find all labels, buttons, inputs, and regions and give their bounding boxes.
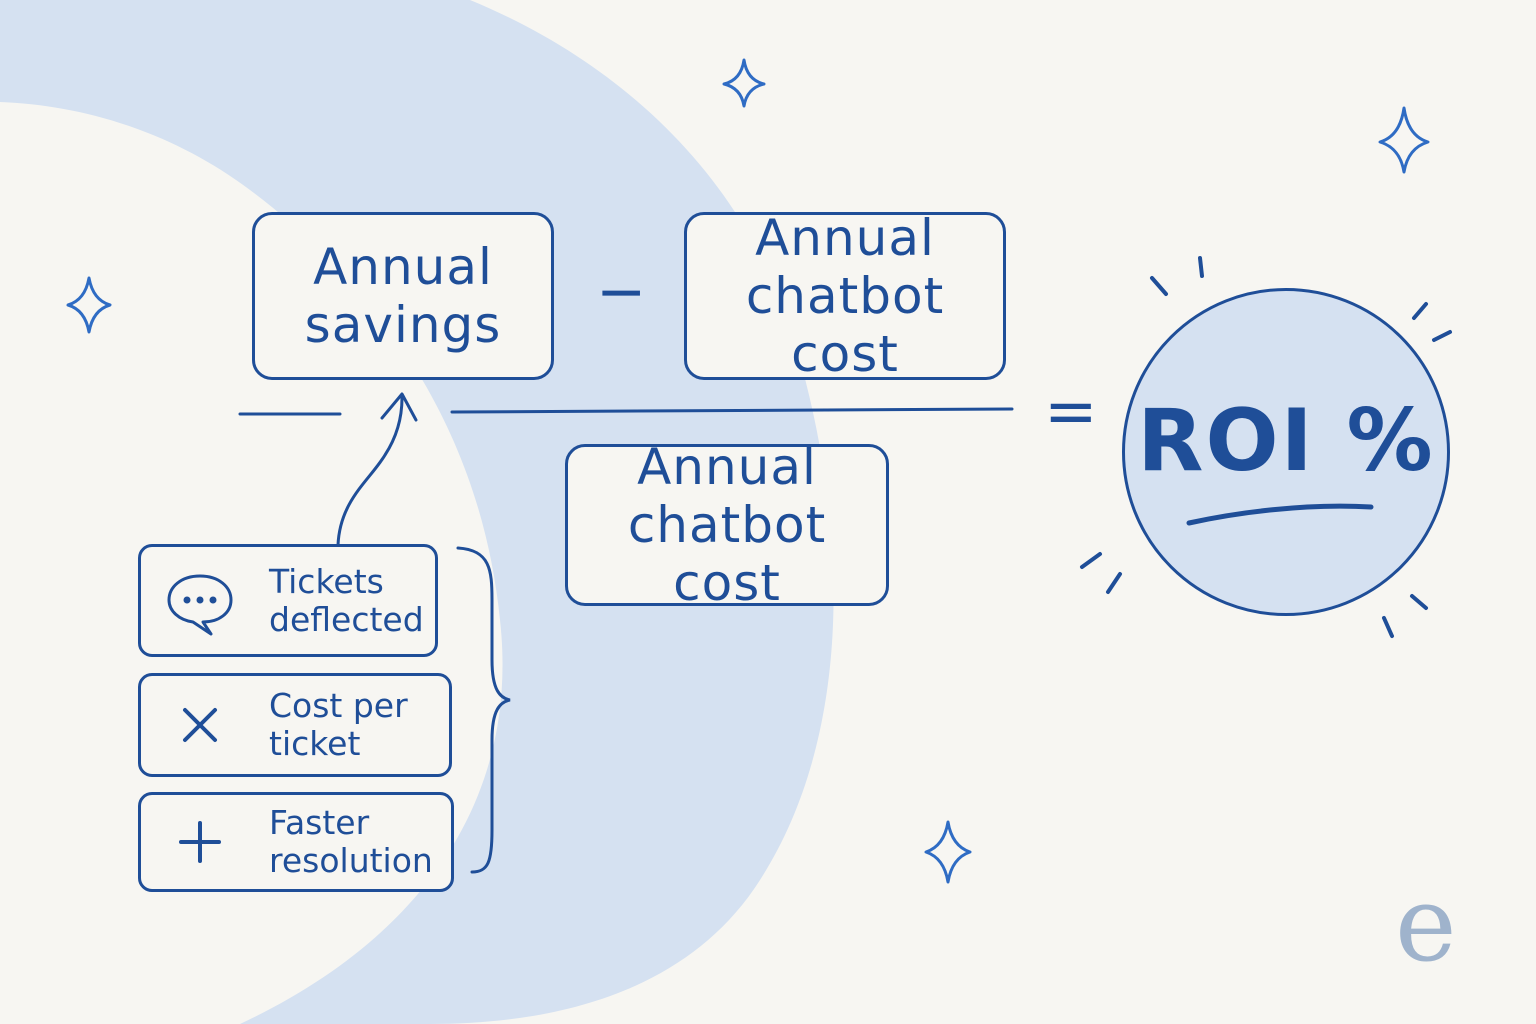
sparkle-icon (66, 276, 112, 334)
annual-savings-label: Annual savings (304, 238, 502, 354)
input-label: Faster resolution (269, 803, 433, 880)
annual-chatbot-cost-label-bottom: Annual chatbot cost (627, 438, 827, 612)
roi-circle: ROI % (1122, 288, 1450, 616)
input-faster-resolution: Faster resolution (138, 792, 454, 892)
input-tickets-deflected: Tickets deflected (138, 544, 438, 657)
annual-chatbot-cost-label-top: Annual chatbot cost (745, 209, 945, 383)
annual-chatbot-cost-box-bottom: Annual chatbot cost (565, 438, 889, 612)
sparkle-icon (924, 820, 972, 884)
annual-savings-box: Annual savings (252, 212, 554, 380)
roi-label: ROI % (1137, 391, 1435, 491)
sparkle-icon (1378, 106, 1430, 174)
input-cost-per-ticket: Cost per ticket (138, 673, 452, 777)
curved-arrow (336, 396, 404, 547)
background-swoosh (0, 0, 834, 1024)
fraction-line-right (450, 407, 1014, 414)
input-label: Tickets deflected (269, 561, 424, 639)
minus-operator: − (596, 257, 647, 327)
annual-chatbot-cost-box-top: Annual chatbot cost (684, 209, 1006, 383)
plus-icon (163, 805, 237, 879)
equals-operator: = (1044, 375, 1098, 449)
multiply-icon (163, 688, 237, 762)
arrow-head (380, 392, 418, 422)
curly-brace (456, 546, 511, 874)
sparkle-icon (722, 58, 766, 108)
input-label: Cost per ticket (269, 686, 408, 763)
brand-logo: e (1395, 863, 1457, 985)
roi-rays (1080, 256, 1452, 638)
chat-bubble-icon (163, 564, 237, 638)
roi-underline (1186, 503, 1374, 526)
